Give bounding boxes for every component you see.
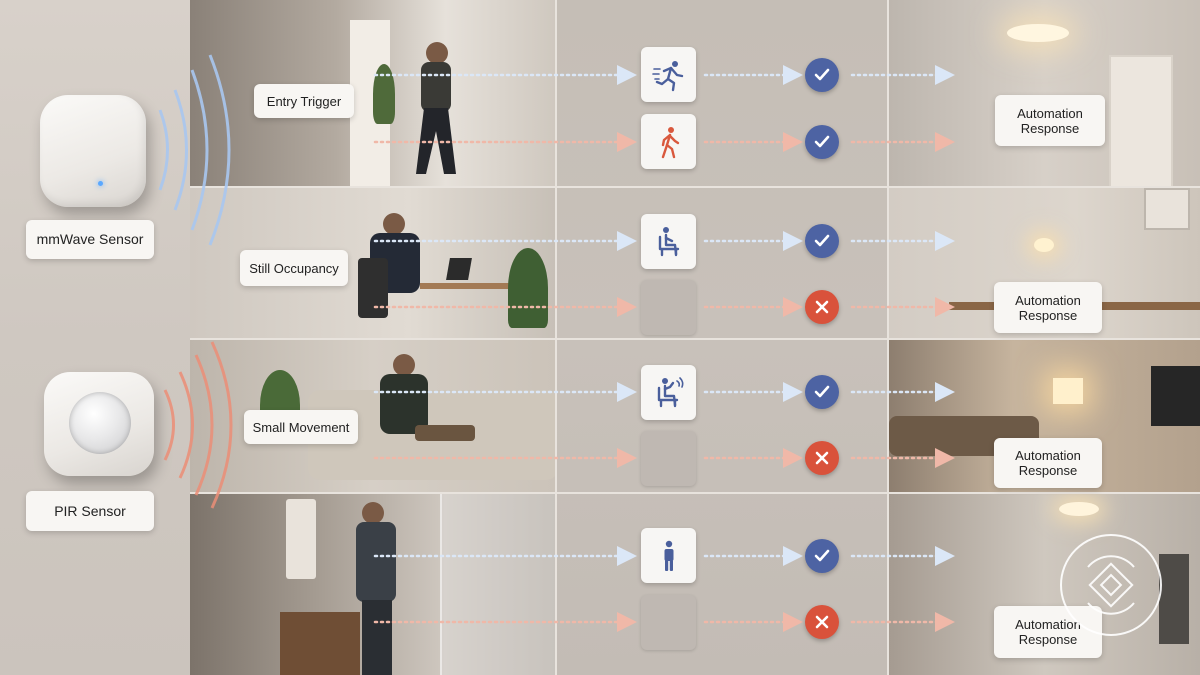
automation-response-label: Automation Response	[994, 438, 1102, 488]
row-divider	[190, 338, 1200, 340]
walking-person-icon	[661, 126, 679, 158]
person-legs	[415, 425, 475, 441]
wall-picture	[1144, 188, 1190, 230]
person-torso	[421, 62, 451, 112]
running-person-icon-box	[641, 47, 696, 102]
check-icon	[805, 539, 839, 573]
watermark-logo-icon	[1060, 534, 1162, 636]
column-divider	[887, 0, 889, 675]
row-divider	[190, 186, 1200, 188]
towel	[1159, 554, 1189, 644]
mmwave-signal-waves	[158, 54, 231, 246]
vanity	[280, 612, 360, 675]
plant	[508, 248, 548, 328]
cross-icon	[805, 605, 839, 639]
plant	[373, 64, 395, 124]
seated-person-icon	[658, 226, 679, 256]
automation-response-label: Automation Response	[994, 606, 1102, 658]
response-scene-hallway	[889, 0, 1200, 186]
door	[1109, 55, 1173, 186]
trigger-label-entry: Entry Trigger	[254, 84, 354, 118]
person-torso	[356, 522, 396, 602]
trigger-label-still-occupancy: Still Occupancy	[240, 250, 348, 286]
ceiling-light	[1059, 502, 1099, 516]
cross-icon	[805, 290, 839, 324]
empty-icon-box	[641, 595, 696, 650]
desk-lamp	[1034, 238, 1054, 252]
row-divider	[190, 492, 1200, 494]
pir-sensor-device	[44, 372, 154, 476]
tv	[1151, 366, 1200, 426]
automation-response-label: Automation Response	[995, 95, 1105, 146]
automation-response-label: Automation Response	[994, 282, 1102, 333]
cross-icon	[805, 441, 839, 475]
status-led	[98, 181, 103, 186]
check-icon	[805, 125, 839, 159]
person-head	[426, 42, 448, 64]
scene-bathroom	[190, 494, 555, 675]
person-head	[383, 213, 405, 235]
seated-person-moving-icon	[657, 376, 683, 407]
pir-signal-waves	[163, 341, 233, 509]
walking-person-icon-box	[641, 114, 696, 169]
flow-arrows	[373, 65, 955, 632]
scene-hallway	[190, 0, 555, 186]
standing-person-icon	[664, 540, 673, 571]
person-legs	[362, 600, 392, 675]
seated-person-moving-icon-box	[641, 365, 696, 420]
empty-icon-box	[641, 431, 696, 486]
ceiling-light	[1007, 24, 1069, 42]
desk	[420, 283, 530, 289]
mirror	[286, 499, 316, 579]
column-divider	[555, 0, 557, 675]
person-torso	[380, 374, 428, 434]
seated-person-icon-box	[641, 214, 696, 269]
mmwave-sensor-label: mmWave Sensor	[26, 220, 154, 259]
running-person-icon	[651, 60, 683, 91]
scene-living-room	[190, 340, 555, 492]
person-head	[362, 502, 384, 524]
trigger-label-small-movement: Small Movement	[244, 410, 358, 444]
pir-lens	[69, 392, 131, 454]
check-icon	[805, 58, 839, 92]
check-icon	[805, 375, 839, 409]
pir-sensor-label: PIR Sensor	[26, 491, 154, 531]
check-icon	[805, 224, 839, 258]
floor-lamp	[1053, 378, 1083, 404]
standing-person-icon-box	[641, 528, 696, 583]
mmwave-sensor-device	[40, 95, 146, 207]
person-head	[393, 354, 415, 376]
shower-glass	[440, 494, 555, 675]
empty-icon-box	[641, 280, 696, 335]
